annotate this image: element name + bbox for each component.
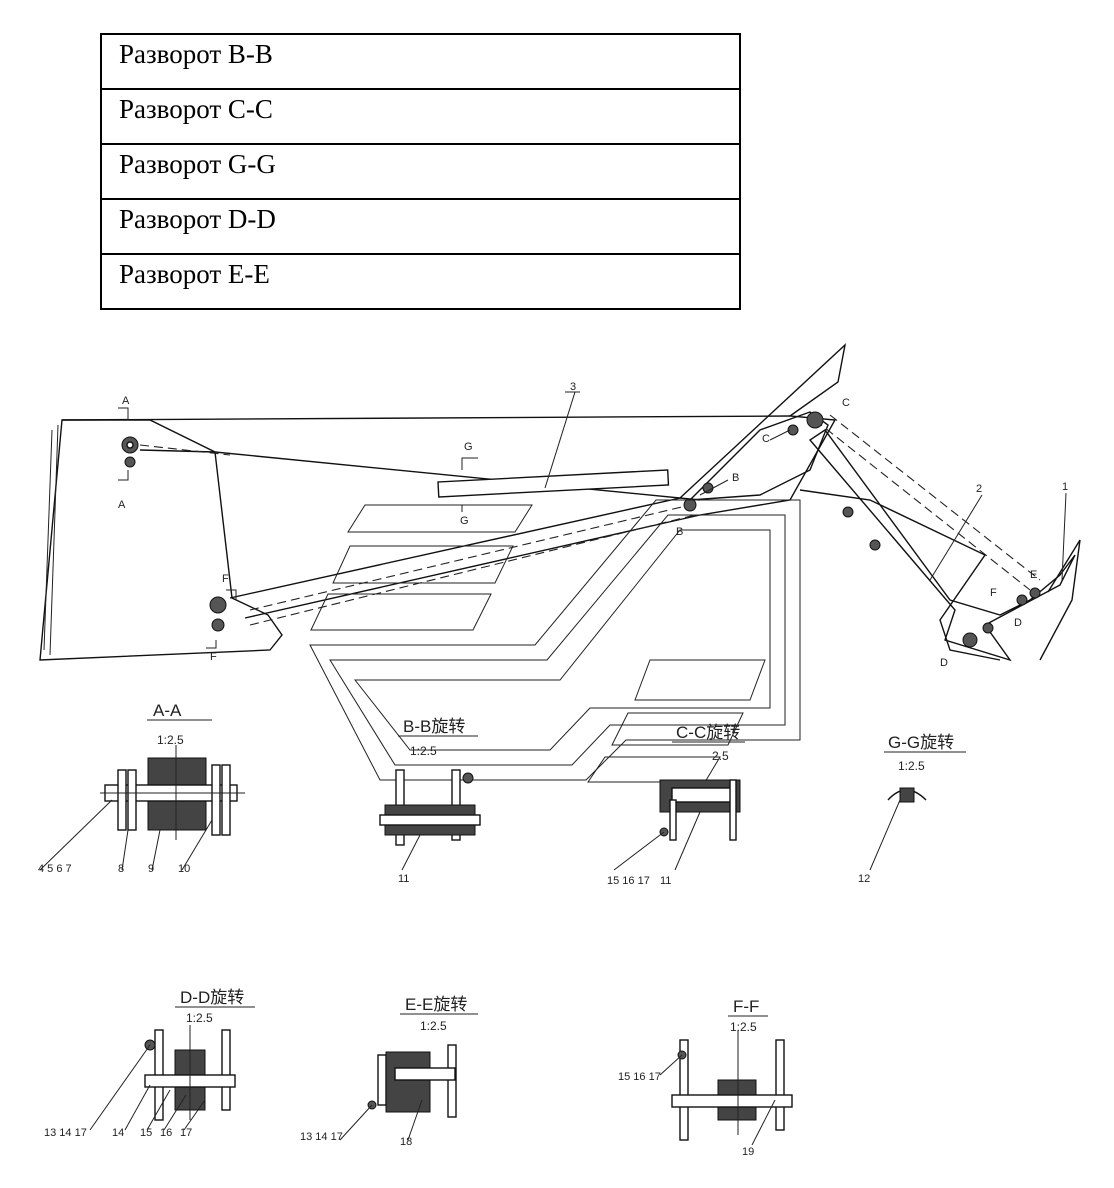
section-bb: B-B旋转 1:2.5 11: [379, 717, 481, 885]
part-callout: 13 14 17: [44, 1127, 87, 1139]
marker-label: C: [762, 433, 770, 445]
legend-cell: Разворот C-C: [100, 88, 741, 145]
section-title: D-D旋转: [180, 988, 244, 1007]
section-scale: 1:2.5: [898, 759, 925, 773]
marker-label: A: [122, 395, 130, 407]
part-callout: 4 5 6 7: [38, 863, 72, 875]
part-number: 11: [398, 873, 409, 885]
part-number: 8: [118, 863, 124, 875]
marker-label: G: [460, 515, 469, 527]
section-ff: F-F 1:2.5 15 16 17 19: [618, 997, 793, 1158]
section-scale: 2.5: [712, 749, 729, 763]
marker-label: B: [732, 472, 739, 484]
part-number: 15: [140, 1127, 152, 1139]
legend-cell: Разворот D-D: [100, 198, 741, 255]
part-number: 1: [1062, 481, 1068, 493]
part-callout: 15 16 17: [607, 875, 650, 887]
legend-cell: Разворот B-B: [100, 33, 741, 90]
main-assembly-view: A A F F G G B B C C D D E: [39, 343, 1081, 669]
marker-label: A: [118, 499, 126, 511]
section-marker-d: D D: [940, 617, 1022, 669]
section-title: E-E旋转: [405, 995, 467, 1014]
section-scale: 1:2.5: [410, 744, 437, 758]
section-aa: A-A 1:2.5 4 5 6 7 8 9 10: [38, 701, 245, 875]
section-title: F-F: [733, 997, 759, 1016]
marker-label: F: [990, 587, 997, 599]
frame-plate: [39, 419, 283, 661]
part-number: 2: [976, 483, 982, 495]
section-ee: E-E旋转 1:2.5 13 14 17 18: [300, 995, 478, 1148]
legend-cell: Разворот E-E: [100, 253, 741, 310]
marker-label: D: [1014, 617, 1022, 629]
part-number: 10: [178, 863, 190, 875]
legend-row: Разворот B-B: [100, 33, 741, 90]
legend-row: Разворот D-D: [100, 198, 741, 255]
legend-table: Разворот B-B Разворот C-C Разворот G-G Р…: [100, 33, 741, 310]
legend-cell: Разворот G-G: [100, 143, 741, 200]
part-number: 17: [180, 1127, 192, 1139]
legend-row: Разворот E-E: [100, 253, 741, 310]
lift-arm: [229, 343, 847, 619]
part-number: 19: [742, 1146, 754, 1158]
section-scale: 1:2.5: [420, 1019, 447, 1033]
part-number: 18: [400, 1136, 412, 1148]
part-callout: 13 14 17: [300, 1131, 343, 1143]
part-callout: 15 16 17: [618, 1071, 661, 1083]
pivot-pin: [962, 632, 978, 648]
section-marker-g: G G: [460, 441, 478, 527]
pivot-pin: [209, 596, 227, 614]
part-number: 16: [160, 1127, 172, 1139]
pivot-pin: [683, 498, 697, 512]
section-scale: 1:2.5: [730, 1020, 757, 1034]
marker-label: F: [222, 573, 229, 585]
legend-row: Разворот C-C: [100, 88, 741, 145]
section-marker-f: F F: [206, 573, 237, 663]
legend-row: Разворот G-G: [100, 143, 741, 200]
marker-label: F: [210, 651, 217, 663]
boom: [808, 429, 1076, 662]
section-dd: D-D旋转 1:2.5 13 14 17 14 15 16 17: [44, 988, 255, 1139]
section-marker-b: B B: [676, 472, 739, 538]
bucket-plate: [1039, 539, 1081, 661]
section-title: C-C旋转: [676, 723, 740, 742]
part-number: 3: [570, 381, 576, 393]
section-scale: 1:2.5: [157, 733, 184, 747]
top-beam: [61, 415, 791, 421]
marker-label: E: [1030, 569, 1037, 581]
section-title: G-G旋转: [888, 733, 954, 752]
section-marker-a: A A: [118, 395, 130, 511]
part-number: 14: [112, 1127, 124, 1139]
marker-label: G: [464, 441, 473, 453]
section-marker-c: C C: [762, 397, 850, 445]
pivot-pin: [806, 411, 824, 429]
marker-label: C: [842, 397, 850, 409]
section-cc: C-C旋转 2.5 15 16 17 11: [607, 723, 745, 887]
marker-label: B: [676, 526, 683, 538]
part-number: 9: [148, 863, 154, 875]
part-number: 12: [858, 873, 870, 885]
section-title: B-B旋转: [403, 717, 465, 736]
section-gg: G-G旋转 1:2.5 12: [858, 733, 966, 885]
marker-label: D: [940, 657, 948, 669]
hydraulic-cylinder: [437, 469, 670, 498]
section-marker-e: E F: [990, 569, 1037, 599]
part-number: 11: [660, 875, 671, 887]
section-title: A-A: [153, 701, 182, 720]
section-scale: 1:2.5: [186, 1011, 213, 1025]
